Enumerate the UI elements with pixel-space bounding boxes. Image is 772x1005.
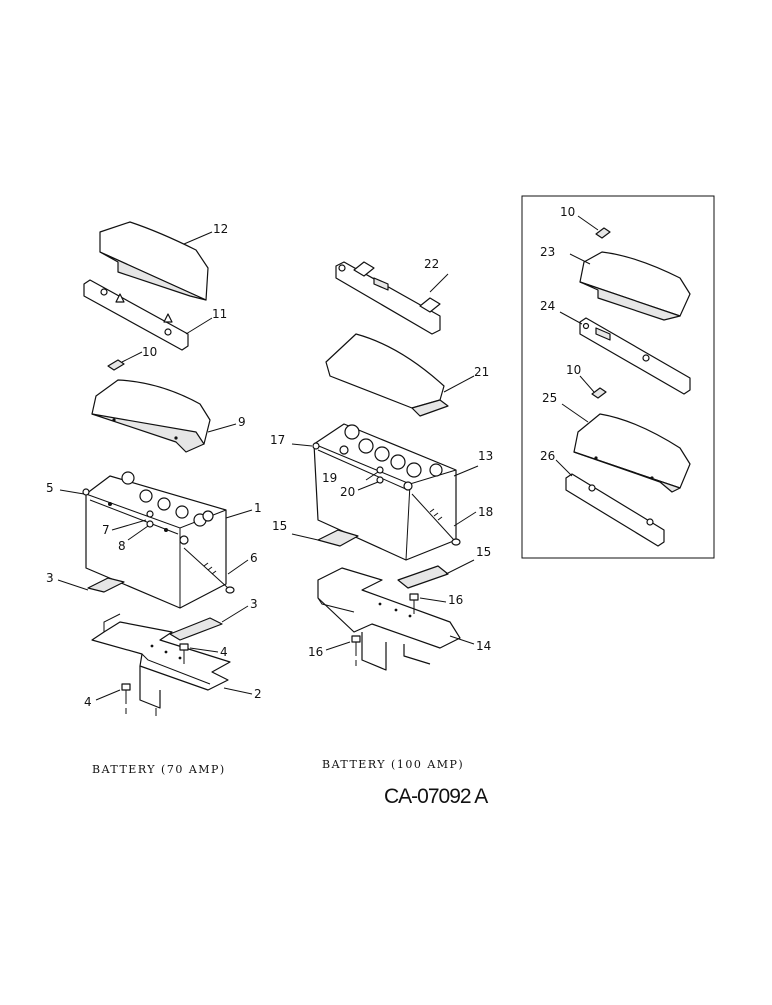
part-11-clamp-bar — [83, 279, 189, 351]
callout-21: 21 — [474, 365, 489, 379]
caption-battery-100-amp: BATTERY (100 AMP) — [322, 758, 464, 771]
leader-3b — [221, 605, 249, 623]
part-25-cover — [573, 413, 691, 493]
leader-22 — [429, 273, 449, 293]
part-6-cable — [183, 547, 235, 594]
part-3-pad — [169, 617, 223, 641]
callout-10: 10 — [560, 205, 575, 219]
part-16-bolt — [409, 593, 419, 614]
leader-19 — [365, 471, 379, 481]
callout-5: 5 — [46, 481, 54, 495]
callout-16: 16 — [308, 645, 323, 659]
callout-13: 13 — [478, 449, 493, 463]
callout-1: 1 — [254, 501, 262, 515]
callout-15: 15 — [272, 519, 287, 533]
leader-7 — [111, 519, 147, 531]
leader-5 — [59, 489, 85, 495]
part-3-pad — [87, 577, 125, 593]
callout-8: 8 — [118, 539, 126, 553]
leader-8 — [127, 525, 149, 541]
leader-15a — [291, 533, 319, 541]
callout-25: 25 — [542, 391, 557, 405]
callout-16: 16 — [448, 593, 463, 607]
part-22-clamp-bar — [335, 261, 441, 335]
part-1-battery — [82, 471, 227, 609]
leader-25 — [561, 403, 589, 423]
callout-26: 26 — [540, 449, 555, 463]
callout-20: 20 — [340, 485, 355, 499]
part-24-bar — [579, 317, 691, 395]
leader-9 — [207, 423, 237, 433]
leader-17 — [291, 443, 313, 447]
callout-22: 22 — [424, 257, 439, 271]
callout-11: 11 — [212, 307, 227, 321]
part-18-cable — [411, 493, 461, 546]
leader-15b — [445, 559, 475, 575]
leader-10 — [121, 351, 143, 363]
leader-2 — [223, 687, 253, 695]
leader-21 — [443, 375, 475, 393]
leader-6 — [227, 559, 249, 575]
callout-15: 15 — [476, 545, 491, 559]
leader-10 — [579, 375, 595, 393]
part-16-bolt — [351, 635, 387, 668]
part-10-wing-nut — [107, 359, 125, 371]
part-23-cover — [579, 251, 691, 321]
leader-4a — [189, 647, 219, 653]
part-26-bar — [565, 473, 665, 547]
callout-10: 10 — [142, 345, 157, 359]
callout-2: 2 — [254, 687, 262, 701]
leader-18 — [453, 511, 477, 527]
part-15-pad — [397, 565, 449, 589]
callout-12: 12 — [213, 222, 228, 236]
leader-20 — [357, 481, 379, 491]
callout-6: 6 — [250, 551, 258, 565]
callout-10: 10 — [566, 363, 581, 377]
leader-16a — [419, 597, 447, 603]
callout-24: 24 — [540, 299, 555, 313]
part-13-battery — [312, 423, 457, 561]
callout-3: 3 — [250, 597, 258, 611]
callout-19: 19 — [322, 471, 337, 485]
callout-4: 4 — [84, 695, 92, 709]
leader-23 — [569, 253, 591, 265]
part-14-tray — [317, 567, 461, 671]
callout-4: 4 — [220, 645, 228, 659]
leader-26 — [555, 459, 573, 477]
leader-12 — [183, 231, 213, 245]
caption-battery-70-amp: BATTERY (70 AMP) — [92, 763, 226, 776]
part-2-tray — [91, 613, 231, 709]
leader-4b — [95, 689, 121, 701]
part-10-wing-nut — [591, 387, 607, 399]
leader-10 — [577, 215, 599, 231]
callout-9: 9 — [238, 415, 246, 429]
callout-18: 18 — [478, 505, 493, 519]
callout-3: 3 — [46, 571, 54, 585]
part-21-cover — [325, 333, 449, 417]
leader-13 — [453, 465, 479, 477]
callout-7: 7 — [102, 523, 110, 537]
part-15-pad — [317, 529, 359, 547]
leader-1 — [225, 509, 253, 519]
leader-3a — [57, 579, 89, 591]
part-10-wing-nut — [595, 227, 611, 239]
part-4-bolt — [121, 683, 157, 716]
part-12-cover — [99, 221, 209, 301]
leader-16b — [325, 641, 351, 651]
leader-11 — [185, 317, 213, 335]
callout-14: 14 — [476, 639, 491, 653]
inset-frame — [521, 195, 715, 559]
callout-17: 17 — [270, 433, 285, 447]
part-4-bolt — [179, 643, 189, 664]
drawing-code: CA-07092 A — [384, 785, 488, 808]
leader-24 — [559, 311, 583, 325]
callout-23: 23 — [540, 245, 555, 259]
leader-14 — [449, 635, 475, 645]
part-9-cover — [91, 379, 211, 453]
